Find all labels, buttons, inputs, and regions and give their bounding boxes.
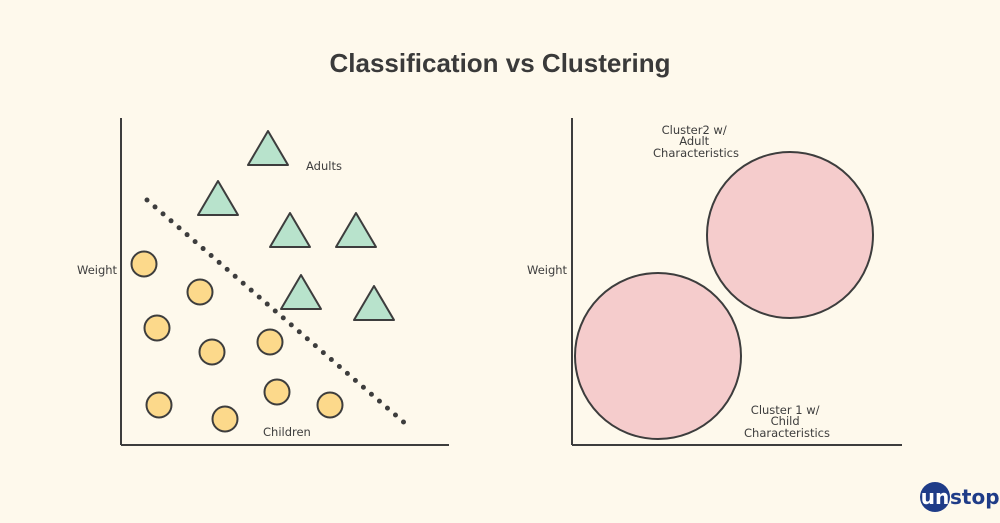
- adults-label: Adults: [306, 159, 342, 173]
- children-points: [130, 250, 344, 433]
- cluster2-label-line3: Characteristics: [653, 146, 739, 160]
- cluster1-circle: [574, 272, 742, 440]
- child-circle-7: [211, 405, 239, 433]
- brand-badge: [920, 482, 950, 512]
- adult-triangle-4: [335, 212, 377, 248]
- cluster2-circle: [706, 151, 874, 319]
- cluster1-label-line3: Characteristics: [744, 426, 830, 440]
- right-y-label: Weight: [527, 263, 568, 277]
- child-circle-5: [256, 328, 284, 356]
- cluster1-label-line2: Child: [771, 414, 800, 428]
- adult-triangle-6: [353, 285, 395, 321]
- children-label: Children: [263, 425, 311, 439]
- classification-panel: Weight Adults Children: [77, 118, 449, 446]
- left-y-label: Weight: [77, 263, 118, 277]
- adult-triangle-2: [197, 180, 239, 216]
- cluster1-label: Cluster 1 w/ Child Characteristics: [744, 403, 830, 440]
- brand-text: stop: [950, 485, 1000, 509]
- brand-badge-text: un: [921, 485, 949, 509]
- child-circle-4: [198, 338, 226, 366]
- cluster2-label: Cluster2 w/ Adult Characteristics: [653, 123, 739, 160]
- clustering-panel: Weight Cluster2 w/ Adult Characteristics…: [527, 118, 902, 446]
- child-circle-2: [186, 278, 214, 306]
- child-circle-9: [316, 391, 344, 419]
- page-title: Classification vs Clustering: [329, 48, 671, 78]
- adult-triangle-1: [247, 130, 289, 166]
- brand-logo: un stop: [920, 482, 1000, 512]
- decision-boundary: [144, 197, 410, 428]
- adult-triangle-3: [269, 212, 311, 248]
- cluster2-label-line2: Adult: [679, 134, 709, 148]
- child-circle-8: [263, 378, 291, 406]
- child-circle-1: [130, 250, 158, 278]
- child-circle-6: [145, 391, 173, 419]
- adults-points: [197, 130, 395, 321]
- child-circle-3: [143, 314, 171, 342]
- adult-triangle-5: [280, 274, 322, 310]
